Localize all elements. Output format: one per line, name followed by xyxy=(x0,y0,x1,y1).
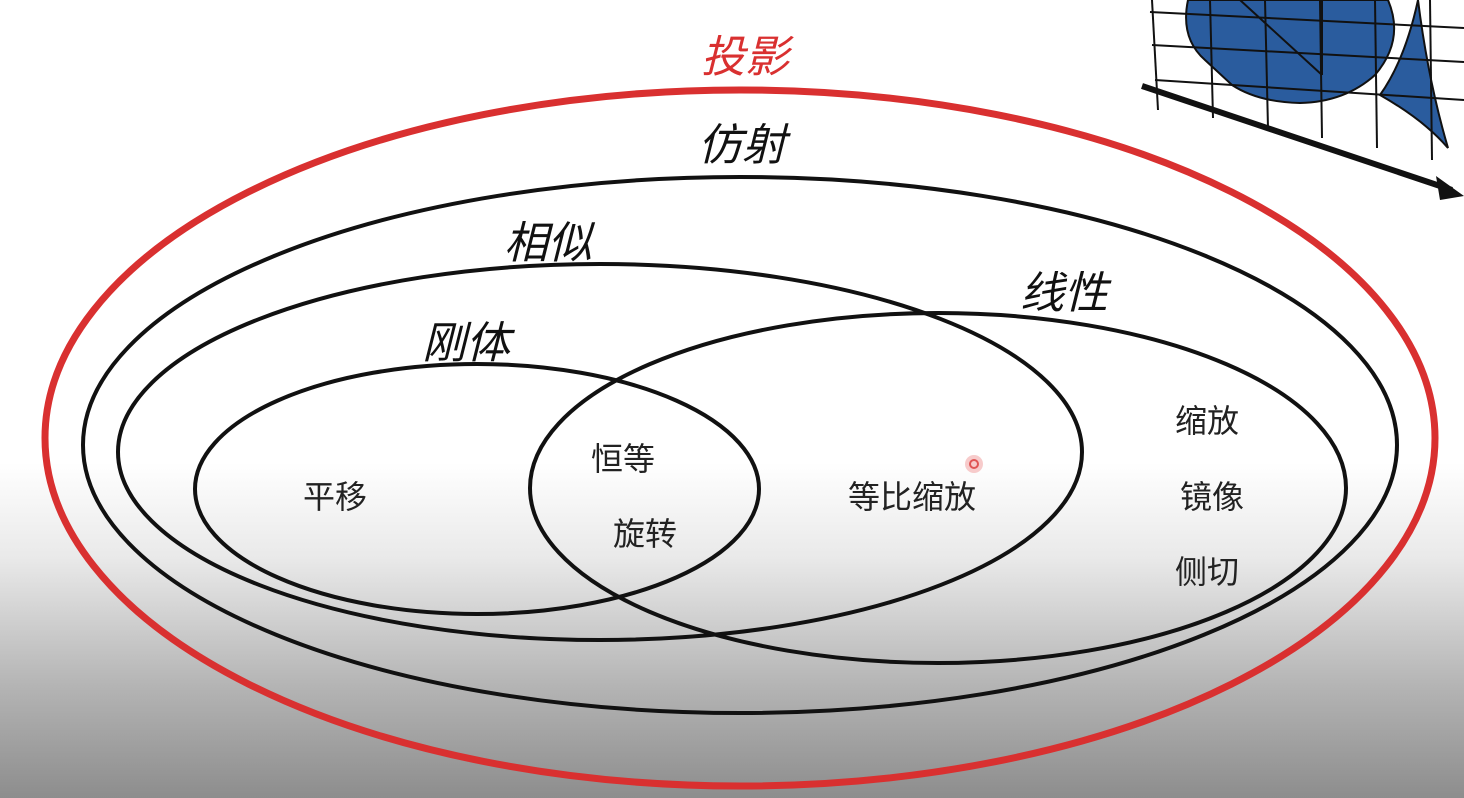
member-scaling: 缩放 xyxy=(1175,402,1239,440)
grid-lines xyxy=(1149,0,1464,161)
arrow-head xyxy=(1436,176,1464,200)
similarity-set-label: 相似 xyxy=(504,218,596,269)
member-translation: 平移 xyxy=(303,478,367,516)
rigid-set-ellipse xyxy=(193,362,761,616)
projective-set-label: 投影 xyxy=(701,32,794,83)
member-shear: 侧切 xyxy=(1175,553,1239,591)
linear-set-label: 线性 xyxy=(1020,268,1112,319)
cursor-dot-icon xyxy=(965,455,983,473)
perspective-grid-icon xyxy=(1141,0,1464,200)
affine-set-ellipse xyxy=(81,175,1399,715)
grid-axis-arrow xyxy=(1141,83,1453,193)
member-rotation: 旋转 xyxy=(613,515,677,553)
similarity-set-ellipse xyxy=(116,262,1084,642)
rigid-set-label: 刚体 xyxy=(422,318,515,369)
projective-set-ellipse xyxy=(41,86,1439,790)
linear-set-ellipse xyxy=(528,311,1348,665)
member-identity: 恒等 xyxy=(591,440,655,478)
member-reflection: 镜像 xyxy=(1180,478,1244,516)
member-uniform-scaling: 等比缩放 xyxy=(848,478,976,516)
grid-blob xyxy=(1185,0,1449,149)
affine-set-label: 仿射 xyxy=(698,120,791,171)
